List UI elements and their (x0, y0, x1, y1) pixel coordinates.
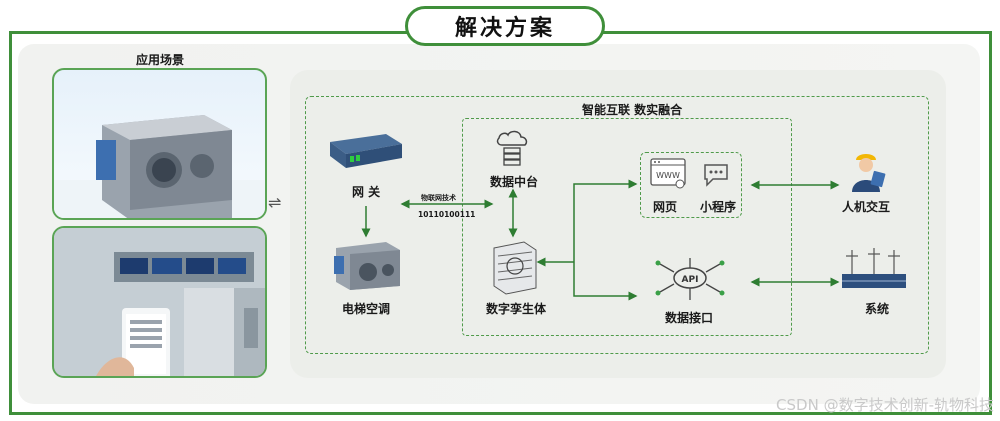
outer-dashed-region (305, 96, 929, 354)
miniprogram-label: 小程序 (700, 200, 737, 214)
web-icon-text: WWW (656, 171, 680, 180)
page-title: 解决方案 (454, 16, 555, 41)
ac-device-icon (334, 242, 400, 290)
api-icon: API (655, 258, 725, 300)
solution-panel (290, 70, 946, 378)
worker-icon (852, 154, 886, 192)
scenes-label: 应用场景 (135, 53, 184, 67)
gateway-label: 网 关 (352, 185, 381, 199)
title-pill: 解决方案 (405, 6, 605, 46)
ac-label: 电梯空调 (342, 302, 391, 316)
api-icon-text: API (682, 275, 699, 285)
data-interface-label: 数据接口 (665, 311, 714, 325)
cloud-server-icon (496, 130, 528, 166)
gateway-device-icon (330, 134, 402, 168)
scene-ac-unit (52, 68, 267, 220)
scene-elevator (52, 226, 267, 378)
ac-unit-illustration (54, 115, 265, 218)
elevator-illustration (54, 228, 265, 376)
twin-label: 数字孪生体 (486, 302, 547, 316)
platform-dashed-region (462, 118, 792, 336)
watermark: CSDN @数字技术创新-轨物科技 (776, 396, 994, 414)
web-icon: WWW (650, 158, 686, 189)
data-center-label: 数据中台 (490, 175, 539, 189)
power-plant-icon (842, 248, 906, 288)
bidirectional-arrow-icon: ⇌ (268, 193, 282, 212)
chat-bubble-icon (704, 164, 728, 187)
system-label: 系统 (865, 302, 890, 316)
web-label: 网页 (653, 200, 678, 214)
iot-tech-label: 物联网技术 (421, 194, 456, 202)
platform-label: 智能互联 数实融合 (582, 103, 683, 117)
digital-twin-icon (493, 241, 537, 295)
hmi-label: 人机交互 (842, 200, 891, 214)
binary-label: 10110100111 (418, 210, 476, 219)
app-dashed-region (640, 152, 742, 218)
